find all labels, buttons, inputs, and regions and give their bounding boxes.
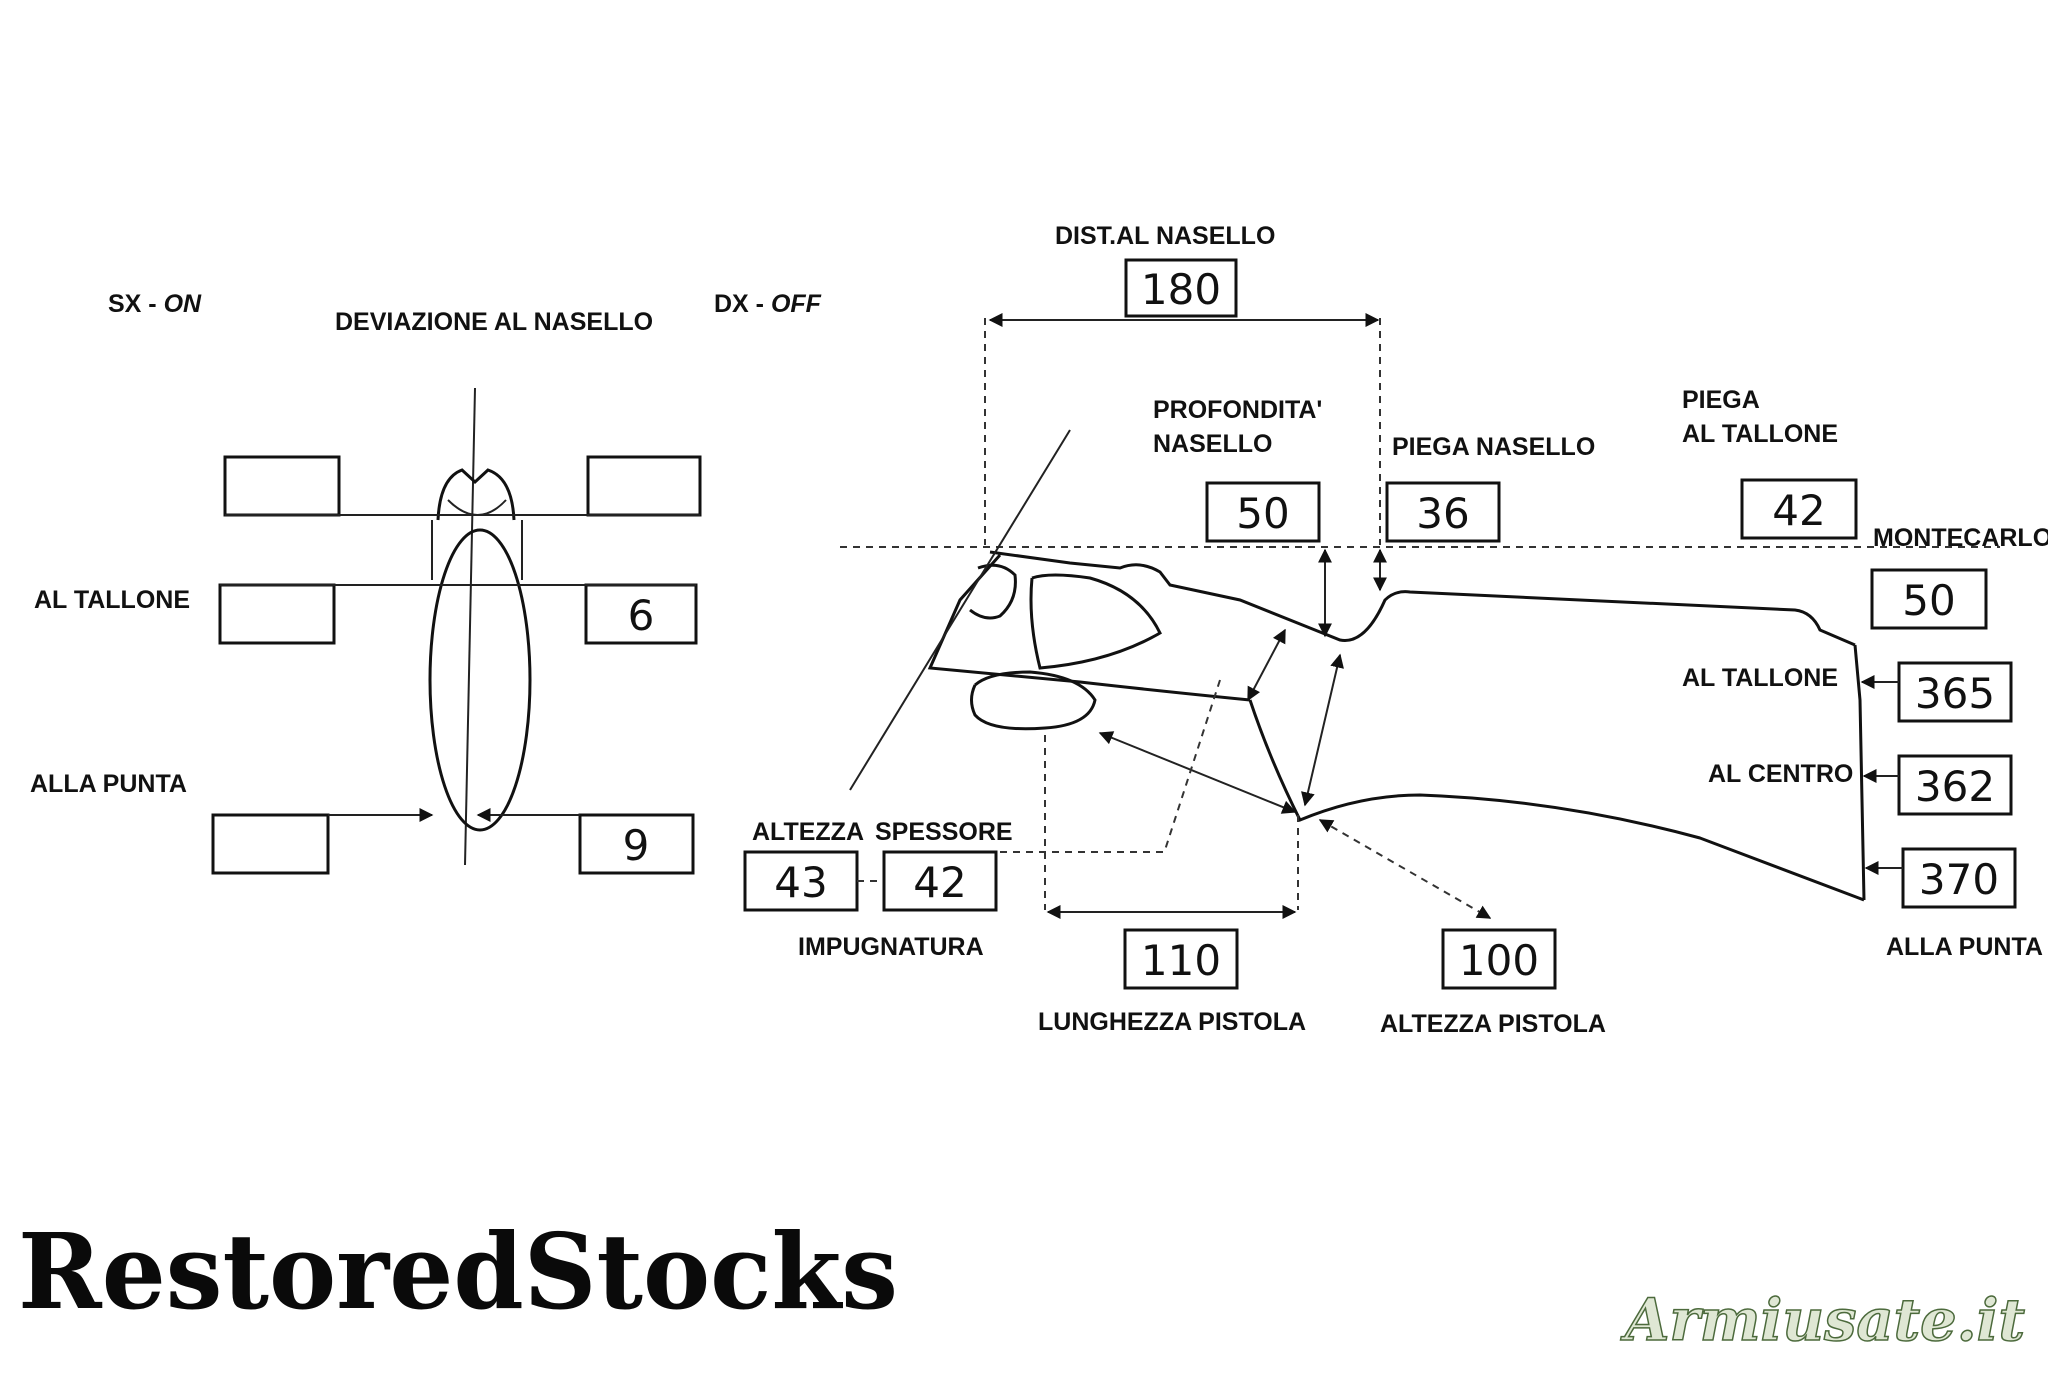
- cast-box-top-left: [223, 455, 341, 517]
- montecarlo-box: [1870, 568, 1988, 630]
- cast-box-heel-left: [218, 583, 336, 645]
- lunghezza-label: LUNGHEZZA PISTOLA: [1038, 1008, 1306, 1036]
- piega-tallone-box: [1740, 478, 1858, 540]
- al-tallone-box: [1897, 661, 2013, 723]
- comb-outline: [436, 468, 516, 521]
- action-face-line: [849, 429, 1071, 791]
- altezza-pistola-arrow: [1318, 819, 1492, 919]
- side-view: DIST.AL NASELLO 180 PROFONDITA' NASELLO …: [743, 222, 2048, 1038]
- piega-nasello-box: [1385, 481, 1501, 543]
- grip-reach-arrow: [1098, 731, 1297, 814]
- impugnatura-leader: [1164, 679, 1221, 851]
- profondita-box: [1205, 481, 1321, 543]
- deviation-title: DEVIAZIONE AL NASELLO: [335, 308, 653, 336]
- piega-tallone-label-2: AL TALLONE: [1682, 420, 1838, 448]
- trigger-guard: [970, 670, 1097, 731]
- heel-value-box: [584, 583, 698, 645]
- front-view: SX - ON DEVIAZIONE AL NASELLO DX - OFF 6…: [30, 290, 822, 875]
- butt-outline: [428, 528, 532, 832]
- toe-value: 9: [623, 821, 650, 870]
- piega-tallone-value: 42: [1772, 486, 1825, 535]
- al-tallone-value: 365: [1915, 669, 1995, 718]
- piega-nasello-value: 36: [1416, 489, 1469, 538]
- altezza-value: 43: [774, 858, 827, 907]
- altezza-box: [743, 850, 859, 912]
- center-line: [464, 387, 476, 866]
- montecarlo-label: MONTECARLO: [1873, 524, 2048, 552]
- spessore-value: 42: [913, 858, 966, 907]
- montecarlo-value: 50: [1902, 576, 1955, 625]
- spessore-box: [882, 850, 998, 912]
- al-centro-box: [1897, 754, 2013, 816]
- receiver-sideplate: [1029, 573, 1162, 670]
- sx-label: SX - ON: [108, 290, 202, 318]
- dist-nasello-label: DIST.AL NASELLO: [1055, 222, 1275, 250]
- comb-sides: [431, 520, 523, 580]
- spessore-label: SPESSORE: [875, 818, 1013, 846]
- front-heel-label: AL TALLONE: [34, 586, 190, 614]
- grip-depth-arrow: [1247, 628, 1286, 702]
- al-tallone-label: AL TALLONE: [1682, 664, 1838, 692]
- front-toe-label: ALLA PUNTA: [30, 770, 187, 798]
- dist-nasello-box: [1124, 258, 1238, 318]
- cast-box-toe-left: [211, 813, 330, 875]
- comb-inner: [447, 499, 507, 516]
- cast-box-top-right: [586, 455, 702, 517]
- alla-punta-box: [1901, 847, 2017, 909]
- altezza-pistola-label: ALTEZZA PISTOLA: [1380, 1010, 1606, 1038]
- heel-value: 6: [628, 591, 655, 640]
- altezza-pistola-value: 100: [1459, 936, 1539, 985]
- lunghezza-box: [1123, 928, 1239, 990]
- alla-punta-value: 370: [1919, 855, 1999, 904]
- restoredstocks-logo: RestoredStocks: [18, 1210, 898, 1333]
- butt-plate: [1853, 644, 1866, 901]
- altezza-label: ALTEZZA: [752, 818, 864, 846]
- lunghezza-value: 110: [1141, 936, 1221, 985]
- piega-nasello-label: PIEGA NASELLO: [1392, 433, 1595, 461]
- toe-value-box: [578, 813, 695, 875]
- profondita-label-2: NASELLO: [1153, 430, 1272, 458]
- armiusate-watermark: Armiusate.it: [1620, 1286, 2025, 1354]
- piega-tallone-label-1: PIEGA: [1682, 386, 1760, 414]
- impugnatura-label: IMPUGNATURA: [798, 933, 984, 961]
- receiver-hinge: [969, 563, 1017, 620]
- grip-underline: [927, 554, 1251, 702]
- profondita-label-1: PROFONDITA': [1153, 396, 1322, 424]
- profondita-value: 50: [1236, 489, 1289, 538]
- stock-bottom-line: [1248, 699, 1865, 902]
- al-centro-label: AL CENTRO: [1708, 760, 1853, 788]
- dist-nasello-value: 180: [1141, 265, 1221, 314]
- alla-punta-label: ALLA PUNTA: [1886, 933, 2043, 961]
- al-centro-value: 362: [1915, 762, 1995, 811]
- stock-top-line: [989, 550, 1856, 647]
- dx-label: DX - OFF: [714, 290, 822, 318]
- grip-angle-arrow: [1301, 653, 1344, 807]
- altezza-pistola-box: [1441, 928, 1557, 990]
